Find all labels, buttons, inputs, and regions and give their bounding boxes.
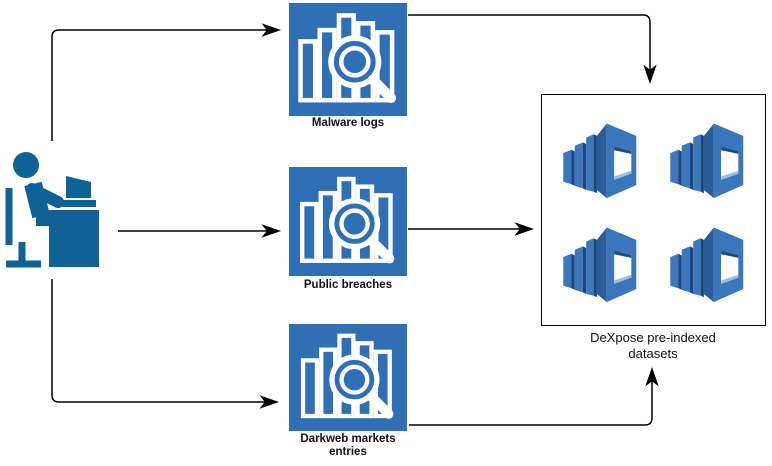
aws-cloudsearch-icon	[667, 214, 749, 310]
analyst-node	[2, 142, 118, 280]
arrow-malware-logs-to-datasets	[408, 14, 657, 84]
node-darkweb-markets-label: Darkweb markets entries	[300, 433, 396, 458]
person-arm	[26, 183, 64, 208]
person-head	[13, 152, 39, 178]
node-public-breaches-label: Public breaches	[303, 279, 393, 291]
node-darkweb-markets	[289, 324, 407, 431]
aws-cloudsearch-icon	[560, 110, 642, 206]
bar-chart-magnifier-icon	[289, 324, 407, 431]
monitor	[66, 176, 91, 198]
arrow-analyst-to-darkweb-markets	[51, 279, 279, 409]
aws-cloudsearch-icon	[560, 214, 642, 310]
datastore-label: DeXpose pre-indexed datasets	[590, 330, 716, 361]
bar-chart-magnifier-icon	[289, 167, 407, 276]
datastore-group	[541, 94, 766, 326]
node-malware-logs	[289, 3, 407, 116]
node-public-breaches	[289, 167, 407, 276]
aws-cloudsearch-icon	[667, 110, 749, 206]
arrow-analyst-to-malware-logs	[51, 23, 281, 141]
bar-chart-magnifier-icon	[289, 3, 407, 116]
node-malware-logs-label: Malware logs	[311, 117, 385, 129]
person-at-computer-icon	[5, 152, 99, 268]
arrow-darkweb-markets-to-datasets	[409, 367, 659, 426]
desk	[49, 210, 99, 267]
keyboard	[62, 200, 96, 207]
